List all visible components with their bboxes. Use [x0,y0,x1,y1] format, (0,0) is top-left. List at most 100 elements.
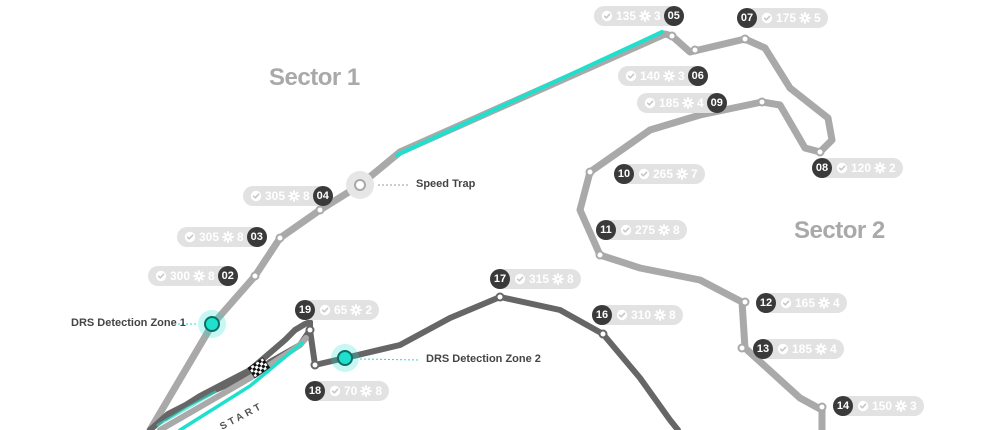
corner-number-badge: 08 [812,158,832,178]
corner-gear: 3 [678,69,685,83]
corner-speed: 175 [776,11,797,25]
gear-icon [288,190,300,202]
corner-16-info: 16 310 8 [592,305,683,325]
speedometer-icon [616,309,628,321]
corner-speed: 140 [640,69,661,83]
corner-number-badge: 02 [217,266,238,286]
corner-number-badge: 12 [756,293,776,313]
speedometer-icon [761,12,773,24]
speedometer-icon [777,343,789,355]
corner-speed: 185 [792,342,813,356]
corner-gear: 3 [654,9,661,23]
drs-zone-1-marker [204,316,220,332]
corner-marker-07 [740,34,750,44]
gear-icon [874,162,886,174]
gear-icon [654,309,666,321]
speedometer-icon [319,304,331,316]
sector-2-label: Sector 2 [794,217,885,244]
corner-gear: 8 [303,189,310,203]
corner-speed: 300 [170,269,191,283]
corner-gear: 5 [814,11,821,25]
speedometer-icon [601,10,613,22]
corner-gear: 8 [237,230,244,244]
corner-marker-13 [737,343,747,353]
corner-marker-04 [315,205,325,215]
corner-number-badge: 09 [706,93,727,113]
corner-speed: 65 [334,303,348,317]
corner-number-badge: 16 [592,305,612,325]
corner-marker-12 [740,297,750,307]
sector-1-label: Sector 1 [269,64,360,91]
corner-number-badge: 07 [737,8,757,28]
corner-18-info: 18 70 8 [305,381,390,401]
corner-11-info: 11 275 8 [596,220,687,240]
corner-gear: 7 [691,167,698,181]
corner-gear: 8 [208,269,215,283]
corner-speed: 150 [872,399,893,413]
corner-marker-08 [815,147,825,157]
corner-number-badge: 03 [246,227,267,247]
start-label: START [218,401,265,430]
corner-speed: 305 [265,189,286,203]
corner-speed: 70 [344,384,358,398]
drs-zone-2-leader [359,358,421,361]
corner-gear: 8 [567,272,574,286]
corner-number-badge: 11 [596,220,616,240]
gear-icon [663,70,675,82]
corner-gear: 8 [673,223,680,237]
speedometer-icon [184,231,196,243]
corner-marker-17 [495,292,505,302]
corner-marker-16 [598,329,608,339]
corner-gear: 2 [365,303,373,317]
speed-trap-marker [354,179,366,191]
gear-icon [799,12,811,24]
speedometer-icon [250,190,262,202]
gear-icon [815,343,827,355]
corner-speed: 120 [851,161,872,175]
speedometer-icon [625,70,637,82]
corner-marker-05 [667,31,677,41]
checkered-flag-icon [247,356,271,379]
corner-speed: 265 [653,167,674,181]
corner-number-badge: 18 [305,381,325,401]
corner-10-info: 10 265 7 [614,164,705,184]
corner-speed: 165 [795,296,816,310]
corner-marker-10 [585,167,595,177]
corner-number-badge: 14 [833,396,853,416]
corner-gear: 4 [833,296,840,310]
gear-icon [895,400,907,412]
speedometer-icon [329,385,341,397]
gear-icon [360,385,373,397]
drs-zone-kemmel [395,30,664,157]
drs-zone-2-marker [337,350,353,366]
drs-zone-1-label: DRS Detection Zone 1 [71,317,186,329]
corner-speed: 275 [635,223,656,237]
corner-number-badge: 10 [614,164,634,184]
corner-gear: 8 [375,384,383,398]
corner-speed: 310 [631,308,652,322]
corner-07-info: 07 175 5 [737,8,828,28]
corner-speed: 315 [529,272,550,286]
speedometer-icon [644,97,656,109]
drs-zone-start [178,341,304,430]
speedometer-icon [638,168,650,180]
speedometer-icon [857,400,869,412]
gear-icon [350,304,363,316]
corner-speed: 305 [199,230,220,244]
corner-speed: 185 [659,96,680,110]
speed-trap-label: Speed Trap [416,178,476,190]
corner-marker-19 [305,325,315,335]
corner-gear: 8 [669,308,676,322]
corner-number-badge: 06 [687,66,708,86]
